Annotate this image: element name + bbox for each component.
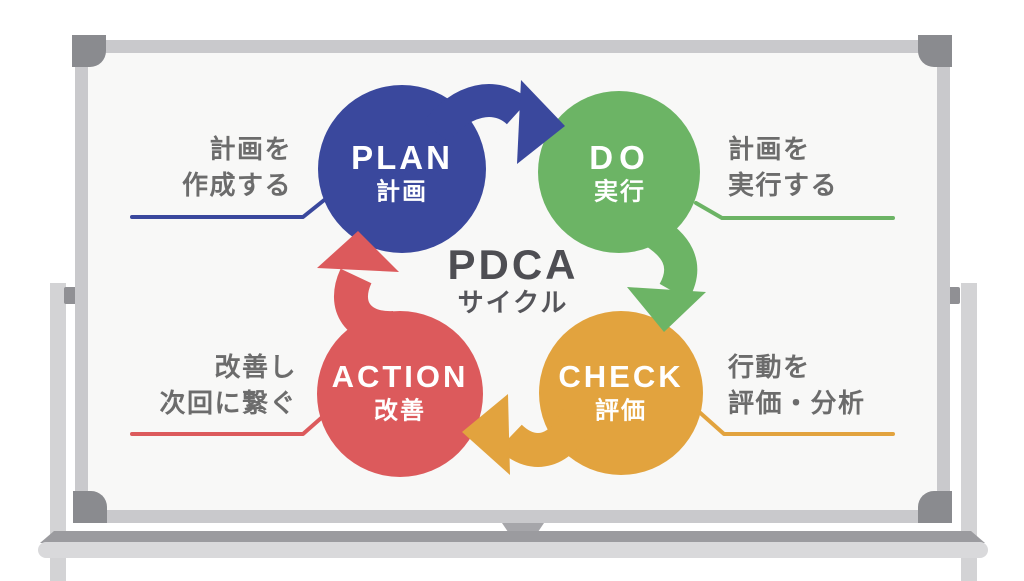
- arrow-do-to-check-head: [627, 287, 706, 332]
- note-plan: 計画を 作成する: [182, 131, 292, 203]
- note-plan-line2: 作成する: [181, 170, 292, 200]
- arrow-do-to-check-stem: [639, 213, 698, 301]
- do-label: DO: [589, 139, 651, 176]
- pen-tray: [38, 542, 988, 558]
- arrow-plan-to-do-head: [517, 80, 565, 164]
- center-title: PDCA: [447, 241, 579, 288]
- arrow-check-to-action-head: [462, 394, 510, 475]
- check-sublabel: 評価: [595, 397, 647, 425]
- note-check-line2: 評価・分析: [728, 388, 866, 418]
- action-sublabel: 改善: [374, 397, 426, 425]
- plan-sublabel: 計画: [376, 178, 428, 206]
- stand-post-right: [961, 283, 977, 581]
- note-plan-line1: 計画を: [209, 134, 292, 164]
- plan-label: PLAN: [351, 139, 453, 176]
- connector-do-note: [694, 201, 895, 220]
- check-label: CHECK: [558, 359, 684, 394]
- pen-tray-edge: [40, 531, 985, 543]
- center-subtitle: サイクル: [457, 287, 569, 318]
- note-check-line1: 行動を: [728, 352, 811, 382]
- corner-bracket-bottom-left: [73, 491, 107, 523]
- do-sublabel: 実行: [594, 178, 646, 206]
- note-do-line2: 実行する: [728, 170, 839, 200]
- note-action-line2: 次回に繋ぐ: [159, 388, 297, 418]
- connector-check-note: [695, 408, 895, 436]
- connector-action-note: [130, 410, 330, 436]
- arrow-action-to-plan-head: [317, 231, 399, 272]
- stand-post-left: [50, 283, 66, 581]
- corner-bracket-bottom-right: [918, 491, 952, 523]
- note-action-line1: 改善し: [214, 352, 297, 382]
- action-label: ACTION: [331, 359, 469, 394]
- arrow-plan-to-do-stem: [422, 84, 530, 143]
- corner-bracket-top-right: [918, 35, 952, 67]
- note-do: 計画を 実行する: [728, 131, 838, 203]
- do-circle: [538, 91, 700, 253]
- note-check: 行動を 評価・分析: [728, 349, 866, 421]
- action-circle: [317, 311, 483, 477]
- arrow-check-to-action-stem: [498, 408, 594, 467]
- connector-plan-note: [130, 195, 330, 219]
- corner-bracket-top-left: [72, 35, 106, 67]
- note-do-line1: 計画を: [728, 134, 811, 164]
- note-action: 改善し 次回に繋ぐ: [159, 349, 297, 421]
- arrow-action-to-plan-stem: [334, 268, 395, 346]
